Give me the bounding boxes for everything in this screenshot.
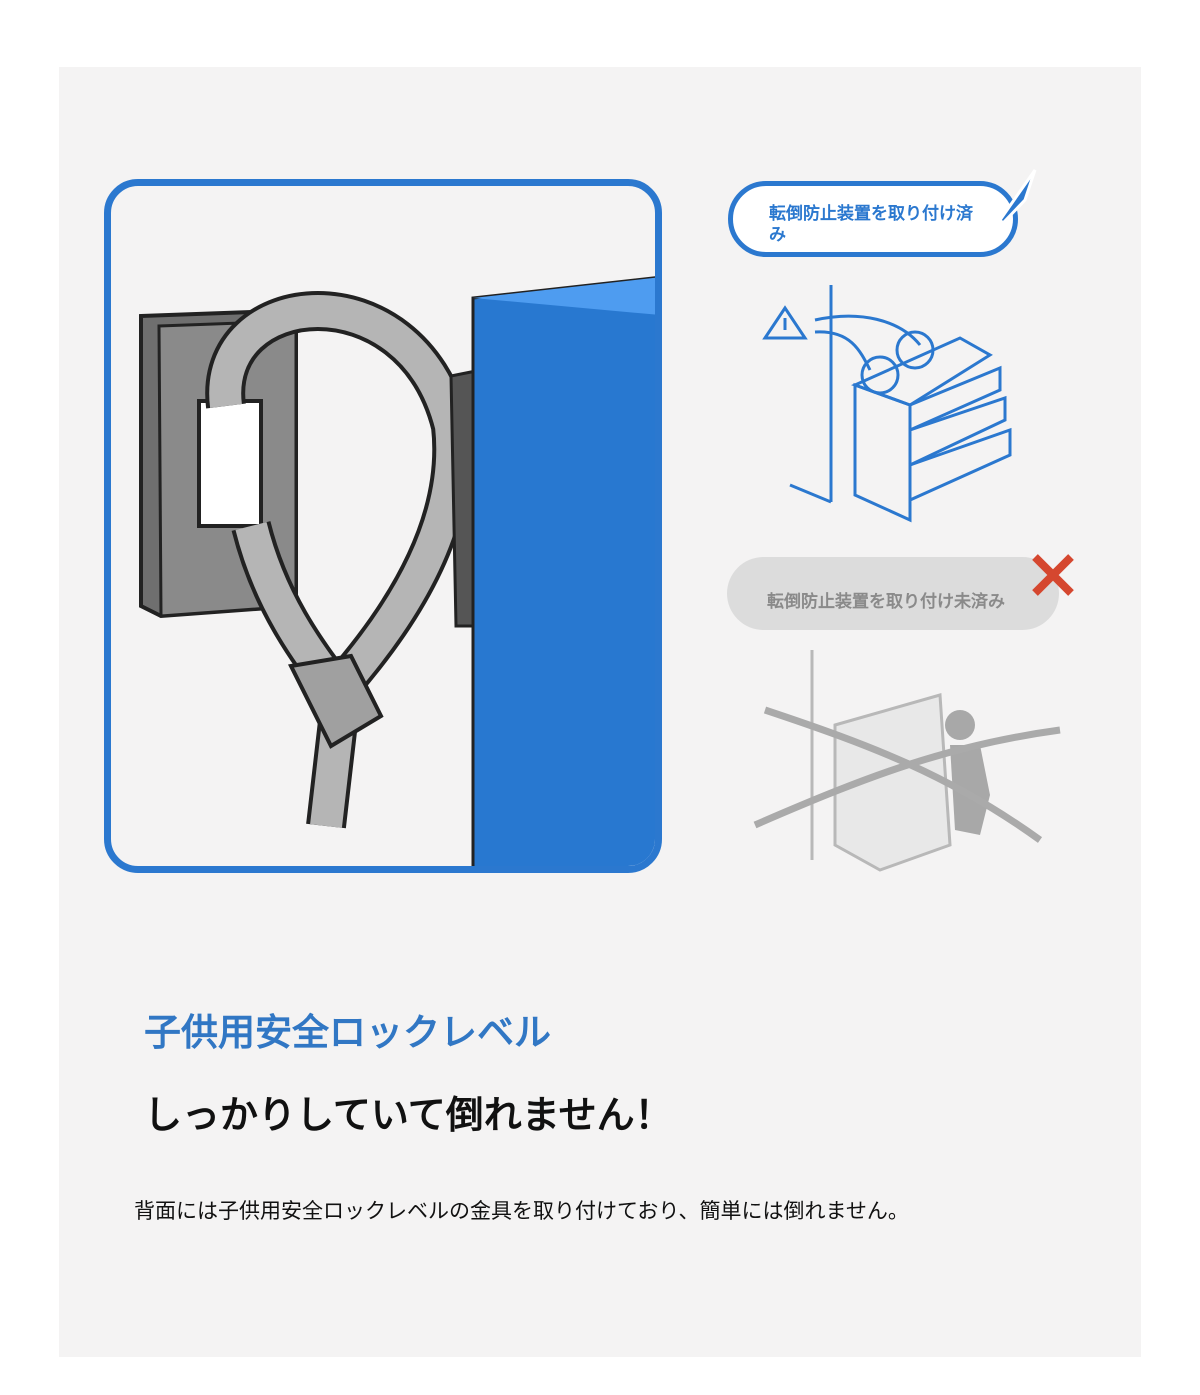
installed-badge: 転倒防止装置を取り付け済み: [728, 181, 1018, 257]
installed-label: 転倒防止装置を取り付け済み: [769, 204, 973, 245]
secured-dresser-icon: [762, 285, 1012, 523]
not-installed-label: 転倒防止装置を取り付け未済み: [767, 592, 1005, 612]
safety-lock-illustration: [104, 179, 662, 873]
not-installed-badge: 転倒防止装置を取り付け未済み: [727, 557, 1059, 630]
cross-icon: [1032, 554, 1074, 596]
feature-subtitle: しっかりしていて倒れません！: [144, 1093, 673, 1137]
falling-dresser-icon: [753, 650, 1061, 872]
checkmark-icon: [978, 169, 1037, 226]
feature-description: 背面には子供用安全ロックレベルの金具を取り付けており、簡単には倒れません。: [134, 1199, 909, 1223]
feature-title: 子供用安全ロックレベル: [144, 1011, 551, 1054]
